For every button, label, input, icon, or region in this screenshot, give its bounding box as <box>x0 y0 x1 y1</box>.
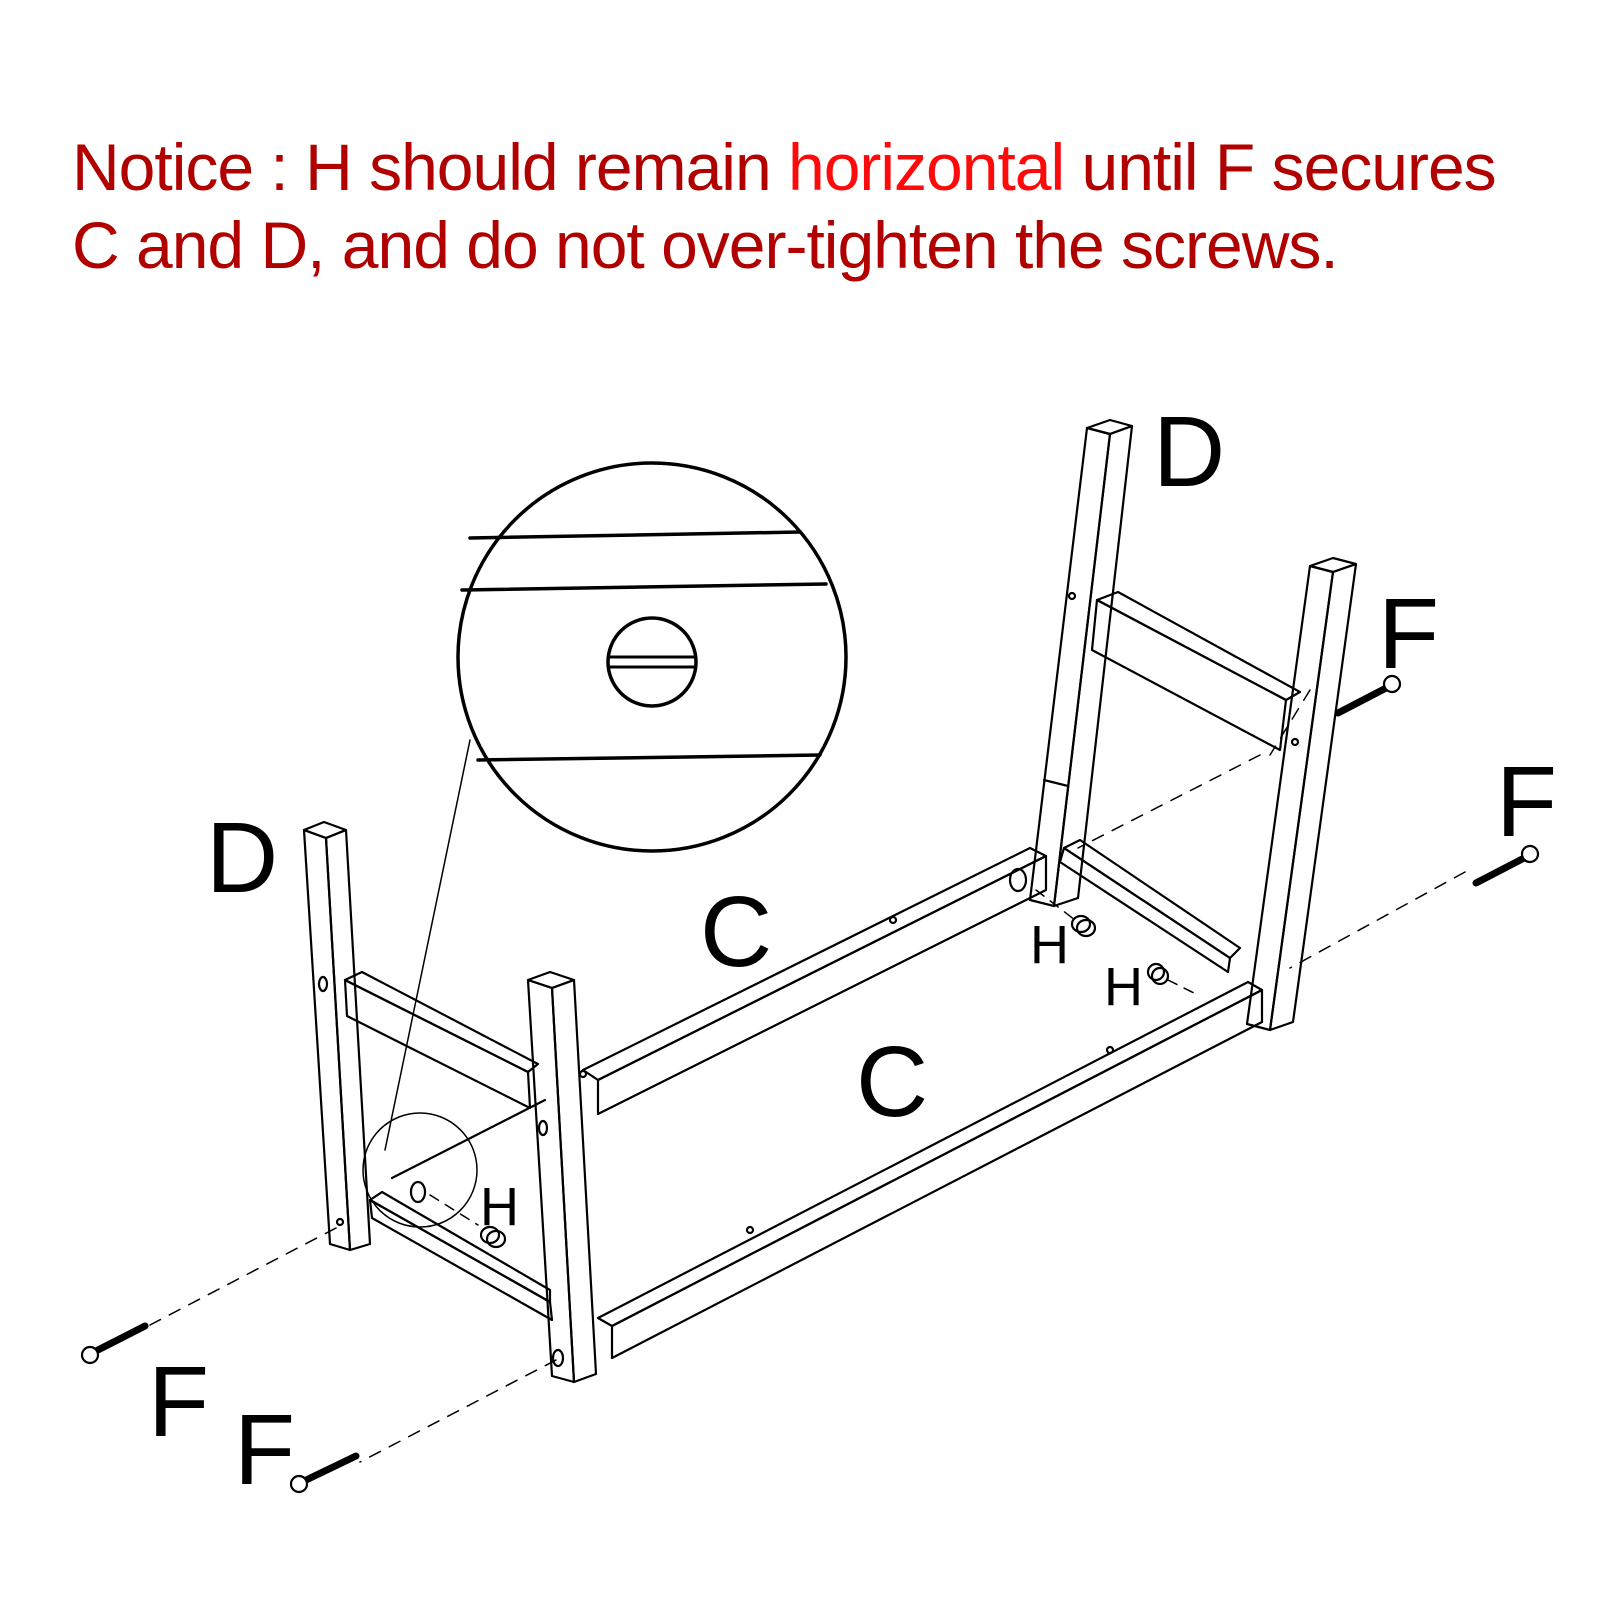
leg-d-left-back <box>302 820 372 1252</box>
leg-d-left-front <box>526 970 598 1384</box>
leg-d-right-back <box>1028 418 1134 908</box>
cam-lock-h-right-2 <box>1146 962 1201 997</box>
detail-magnifier <box>362 461 848 1228</box>
screw-f-right-bottom <box>1472 844 1540 887</box>
label-d-right: D <box>1153 396 1226 508</box>
notice-line-2: C and D, and do not over-tighten the scr… <box>72 208 1339 282</box>
screw-f-left-top <box>80 1322 149 1365</box>
notice-text: Notice : H should remain horizontal unti… <box>72 128 1552 284</box>
screw-f-right-top <box>1334 674 1402 717</box>
leg-d-right-front <box>1245 556 1358 1032</box>
rail-c-front <box>596 980 1264 1360</box>
label-h-right-1: H <box>1030 915 1069 975</box>
screw-guide-lines <box>149 689 1466 1463</box>
crossbar-left-bottom <box>368 1098 554 1322</box>
label-c-back: C <box>700 876 773 988</box>
label-c-front: C <box>856 1026 929 1138</box>
rail-c-back <box>578 846 1048 1116</box>
crossbar-left-top <box>343 970 540 1110</box>
cam-lock-h-left <box>429 1194 507 1249</box>
screw-f-left-bottom <box>289 1452 360 1494</box>
label-f-left-bottom: F <box>234 1394 296 1506</box>
notice-line-1: Notice : H should remain horizontal unti… <box>72 130 1497 204</box>
crossbar-right-top <box>1090 590 1302 752</box>
crossbar-right-bottom <box>1058 838 1242 974</box>
label-h-left: H <box>480 1177 519 1237</box>
cam-lock-h-right-1 <box>1035 889 1097 938</box>
label-f-right-bottom: F <box>1496 746 1558 858</box>
label-f-left-top: F <box>148 1346 210 1458</box>
notice-highlight: horizontal <box>788 130 1065 204</box>
label-d-left: D <box>206 802 279 914</box>
label-h-right-2: H <box>1104 957 1143 1017</box>
label-f-right-top: F <box>1378 578 1440 690</box>
